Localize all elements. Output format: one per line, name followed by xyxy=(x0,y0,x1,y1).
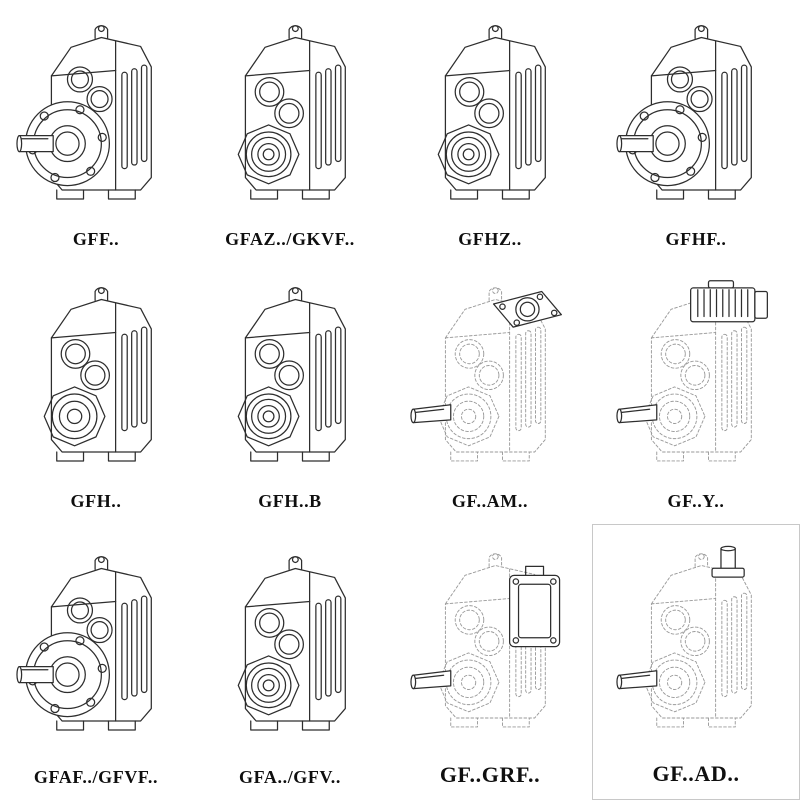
cell-gfh: GFH.. xyxy=(0,262,192,524)
cell-gfhf: GFHF.. xyxy=(592,0,800,262)
model-label: GFAZ../GKVF.. xyxy=(225,229,355,249)
model-label: GFHZ.. xyxy=(458,229,522,249)
cell-gff: GFF.. xyxy=(0,0,192,262)
gearbox-line-art xyxy=(43,286,152,462)
gearbox-line-art xyxy=(616,24,752,200)
model-label: GF..AD.. xyxy=(652,761,740,786)
cell-gfh-b: GFH..B xyxy=(192,262,388,524)
gearbox-line-art xyxy=(16,24,152,200)
cell-gfaf-gfvf: GFAF../GFVF.. xyxy=(0,524,192,800)
gearbox-drawing-gfh-b xyxy=(194,268,386,487)
model-label: GF..Y.. xyxy=(667,491,725,511)
gearbox-line-art xyxy=(16,555,152,731)
gearbox-drawing-gf-grf xyxy=(390,530,590,758)
gearbox-drawing-gfhf xyxy=(594,6,798,225)
model-label: GFF.. xyxy=(72,229,120,249)
gearbox-drawing-gf-y xyxy=(594,268,798,487)
model-label: GFH.. xyxy=(70,491,122,511)
gearbox-drawing-gfh xyxy=(2,268,190,487)
gearbox-drawing-gfaf-gfvf xyxy=(2,530,190,763)
model-label: GFH..B xyxy=(258,491,322,511)
gearbox-line-art xyxy=(616,545,752,728)
gearbox-drawing-gfaz-gkvf xyxy=(194,6,386,225)
gearbox-line-art xyxy=(237,555,346,731)
model-label: GFHF.. xyxy=(665,229,727,249)
cell-gf-am: GF..AM.. xyxy=(388,262,592,524)
gearbox-drawing-gfhz xyxy=(390,6,590,225)
cell-gf-y: GF..Y.. xyxy=(592,262,800,524)
gearbox-line-art xyxy=(237,24,346,200)
cell-gf-grf: GF..GRF.. xyxy=(388,524,592,800)
gearbox-line-art xyxy=(410,553,561,728)
gearbox-drawing-gfa-gfv xyxy=(194,530,386,763)
gearbox-line-art xyxy=(410,286,562,461)
gearbox-line-art xyxy=(616,279,768,461)
gearbox-line-art xyxy=(437,24,546,200)
cell-gf-ad: GF..AD.. xyxy=(592,524,800,800)
model-label: GFAF../GFVF.. xyxy=(33,767,159,787)
cell-gfhz: GFHZ.. xyxy=(388,0,592,262)
gearbox-line-art xyxy=(237,286,346,462)
model-label: GF..GRF.. xyxy=(439,762,541,787)
gearbox-drawing-gff xyxy=(2,6,190,225)
gearbox-drawing-gf-ad xyxy=(595,531,797,757)
cell-gfaz-gkvf: GFAZ../GKVF.. xyxy=(192,0,388,262)
gearbox-drawing-gf-am xyxy=(390,268,590,487)
cell-gfa-gfv: GFA../GFV.. xyxy=(192,524,388,800)
model-label: GF..AM.. xyxy=(451,491,529,511)
model-label: GFA../GFV.. xyxy=(239,767,341,787)
